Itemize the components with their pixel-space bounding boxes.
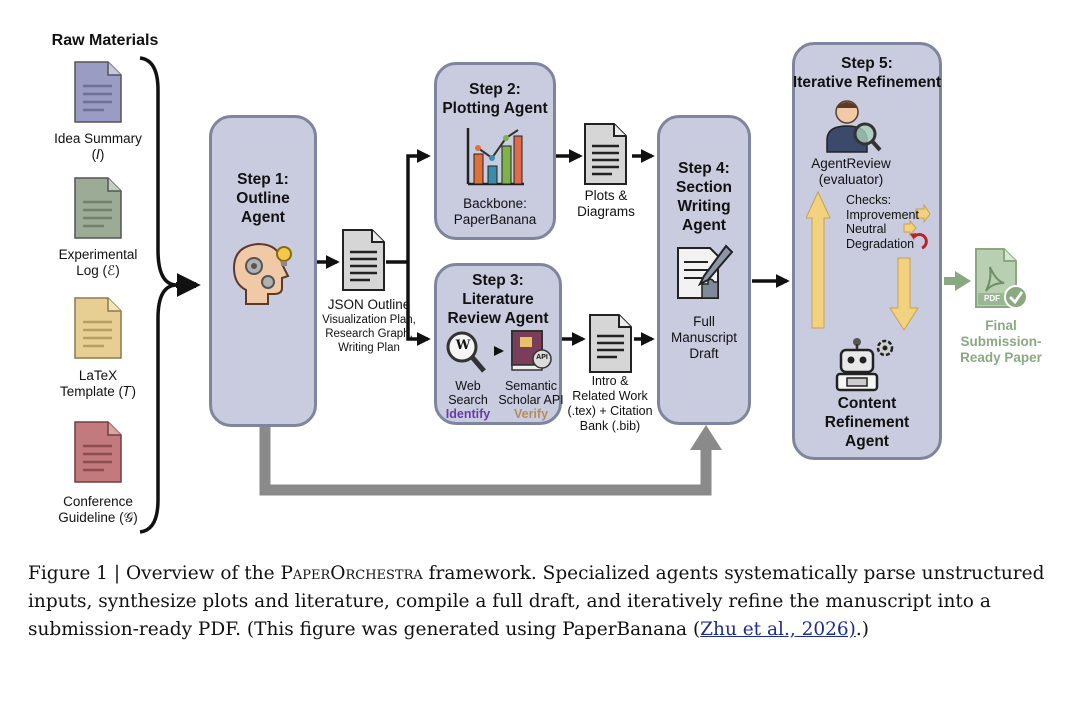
head-gears-icon: [232, 242, 292, 305]
step5-title: Step 5:Iterative Refinement: [792, 55, 942, 91]
experimental-log-doc-icon: [74, 177, 122, 239]
bar-chart-icon: [466, 128, 524, 186]
json-outline-details: Visualization Plan,Research Graph,Writin…: [322, 314, 416, 354]
web-search-magnifier-icon: [446, 331, 486, 373]
check-improvement: Improvement: [846, 207, 919, 222]
plots-doc-icon: [584, 123, 627, 185]
citation-link[interactable]: Zhu et al., 2026): [700, 619, 856, 640]
json-outline-title: JSON Outline: [327, 297, 411, 312]
conference-guideline-doc-icon: [74, 421, 122, 483]
draft-pen-icon: [677, 244, 734, 299]
wiki-badge: W: [455, 338, 471, 353]
reviewer-person-icon: [826, 100, 882, 153]
raw-materials-brace: [139, 56, 177, 534]
idea-summary-label: Idea Summary(𝐼): [54, 131, 142, 162]
step3-icons: [446, 330, 552, 373]
step2-title: Step 2:Plotting Agent: [442, 81, 548, 117]
agent-review-label: AgentReview(evaluator): [811, 156, 891, 187]
checks-list: Checks: Improvement Neutral Degradation: [846, 193, 919, 251]
step2-plotting-agent-box: [434, 62, 556, 240]
figure-caption: Figure 1 | Overview of the PaperOrchestr…: [28, 563, 1045, 640]
check-degradation: Degradation: [846, 236, 915, 251]
robot-gear-icon: [835, 338, 894, 392]
step2-backbone: Backbone:PaperBanana: [453, 196, 537, 227]
json-outline-doc-icon: [342, 229, 385, 291]
skip-arrow: [259, 425, 712, 496]
idea-summary-doc-icon: [74, 61, 122, 123]
refinement-loop-arrows: [806, 190, 931, 331]
pdf-badge: PDF: [984, 294, 1000, 303]
latex-template-doc-icon: [74, 297, 122, 359]
final-pdf-icon: [975, 248, 1028, 309]
plots-diagrams-label: Plots &Diagrams: [577, 188, 635, 219]
raw-materials-title: Raw Materials: [51, 32, 159, 49]
semantic-scholar-book-icon: [511, 330, 552, 371]
api-badge: API: [536, 354, 548, 361]
intro-doc-icon: [589, 314, 632, 373]
check-neutral: Neutral: [846, 222, 887, 236]
framework-name: PaperOrchestra: [280, 563, 423, 584]
skip-arrow-head: [690, 425, 722, 450]
diagram-canvas: [74, 56, 971, 534]
